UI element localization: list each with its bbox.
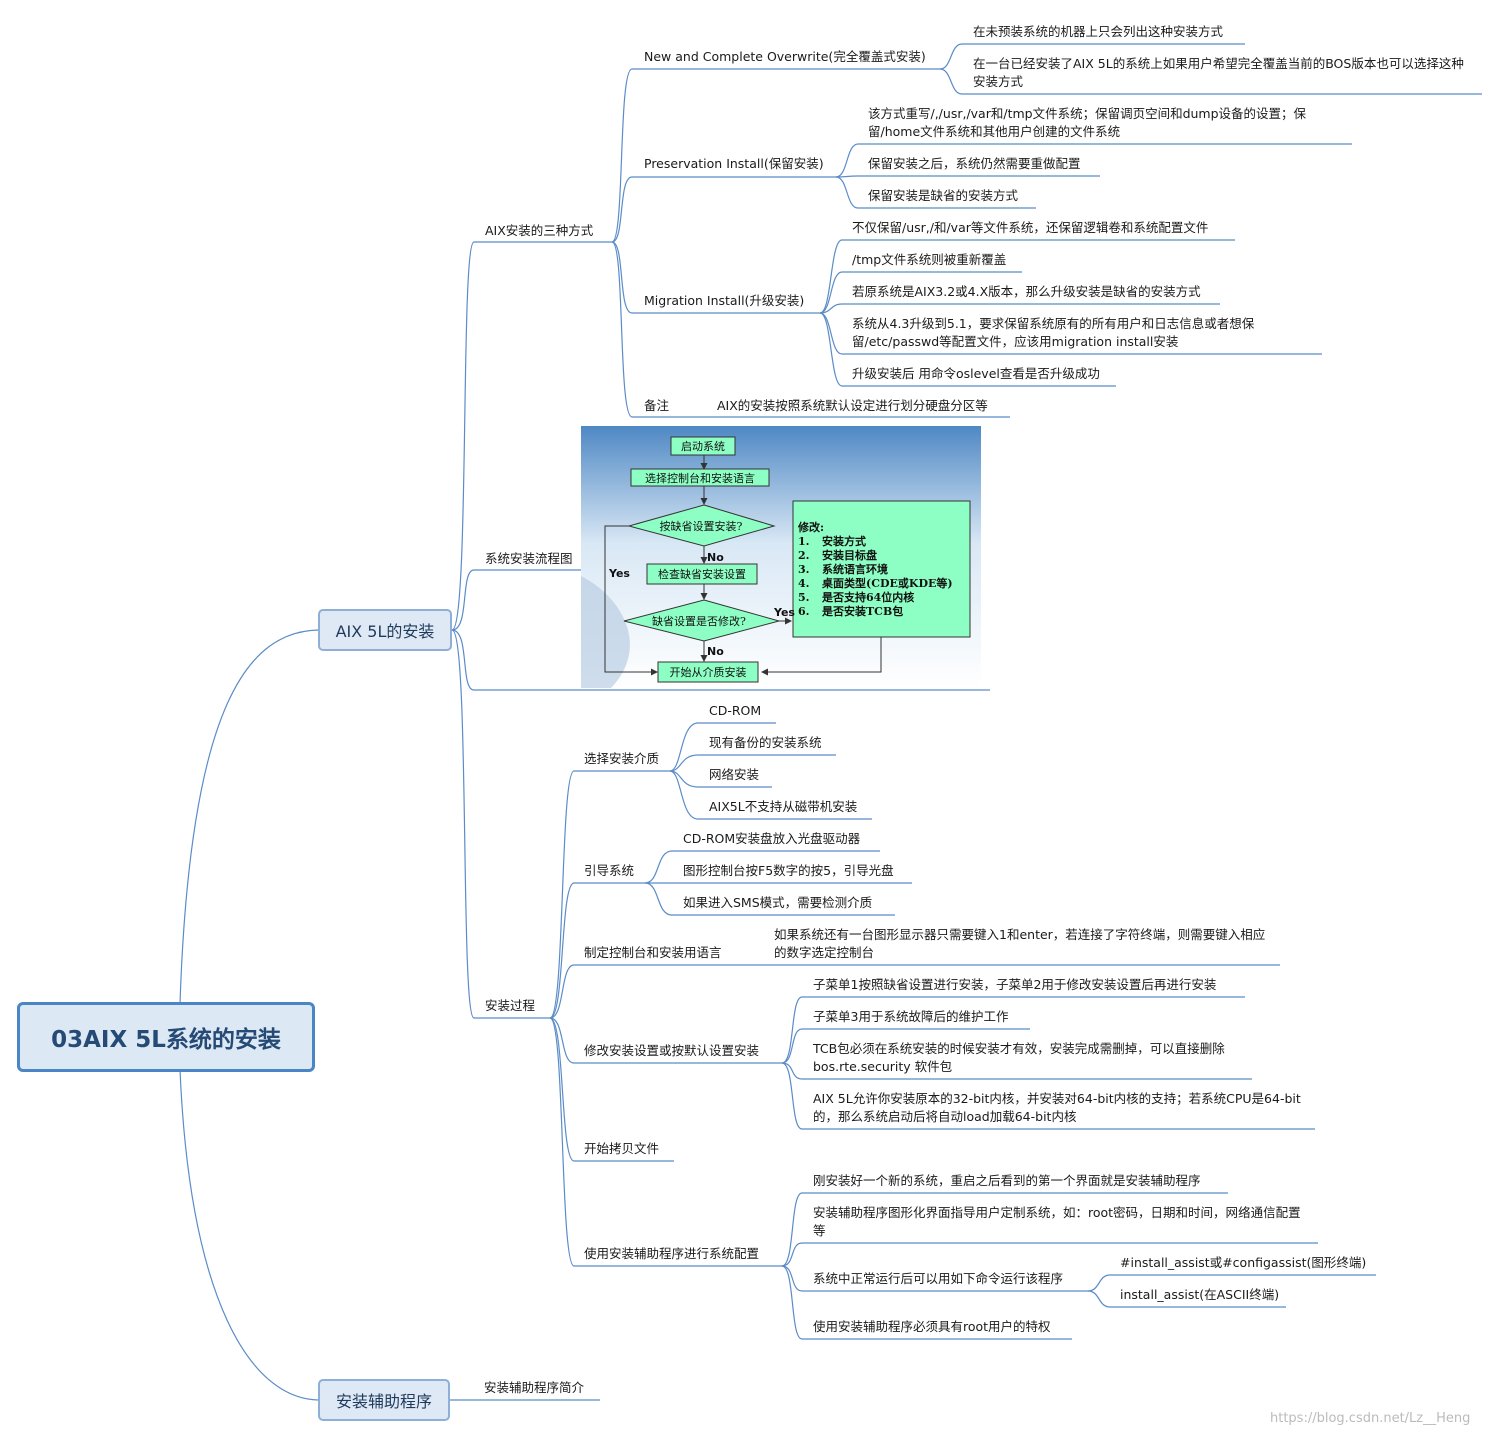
- leaf-assist-1[interactable]: 刚安装好一个新的系统，重启之后看到的第一个界面就是安装辅助程序: [813, 1173, 1201, 1188]
- topic-note[interactable]: 备注: [644, 398, 670, 413]
- leaf-media-1[interactable]: CD-ROM: [709, 703, 762, 718]
- watermark: https://blog.csdn.net/Lz__Heng: [1270, 1411, 1471, 1426]
- topic-assist[interactable]: 使用安装辅助程序进行系统配置: [584, 1246, 760, 1261]
- leaf-overwrite-2[interactable]: 在一台已经安装了AIX 5L的系统上如果用户希望完全覆盖当前的BOS版本也可以选…: [973, 56, 1464, 89]
- topic-aix-install[interactable]: AIX 5L的安装: [318, 609, 452, 651]
- flow-mod-6: 是否安装TCB包: [821, 604, 903, 618]
- svg-text:3.: 3.: [798, 563, 809, 576]
- svg-text:4.: 4.: [798, 577, 809, 590]
- leaf-media-4[interactable]: AIX5L不支持从磁带机安装: [709, 799, 858, 814]
- flow-mod-3: 系统语言环境: [822, 562, 888, 576]
- leaf-assist-2[interactable]: 安装辅助程序图形化界面指导用户定制系统，如：root密码，日期和时间，网络通信配…: [813, 1205, 1301, 1238]
- leaf-overwrite-1[interactable]: 在未预装系统的机器上只会列出这种安装方式: [973, 24, 1224, 39]
- leaf-command-2[interactable]: install_assist(在ASCII终端): [1120, 1287, 1280, 1302]
- leaf-preservation-3[interactable]: 保留安装是缺省的安装方式: [868, 188, 1019, 203]
- leaf-migration-1[interactable]: 不仅保留/usr,/和/var等文件系统，还保留逻辑卷和系统配置文件: [852, 220, 1209, 235]
- flow-q1: 按缺省设置安装?: [660, 519, 743, 533]
- leaf-modify-4[interactable]: AIX 5L允许你安装原本的32-bit内核，并安装对64-bit内核的支持；若…: [813, 1091, 1301, 1124]
- flowchart-svg: 启动系统 选择控制台和安装语言 按缺省设置安装? 检查缺省安装设置 缺省设置是否…: [581, 426, 981, 688]
- leaf-migration-2[interactable]: /tmp文件系统则被重新覆盖: [852, 252, 1007, 267]
- leaf-boot-2[interactable]: 图形控制台按F5数字的按5，引导光盘: [683, 863, 894, 878]
- leaf-migration-5[interactable]: 升级安装后 用命令oslevel查看是否升级成功: [852, 366, 1100, 381]
- note-text[interactable]: AIX的安装按照系统默认设定进行划分硬盘分区等: [717, 398, 988, 413]
- flow-no-2: No: [707, 645, 724, 658]
- topic-copy[interactable]: 开始拷贝文件: [584, 1141, 660, 1156]
- root-topic[interactable]: 03AIX 5L系统的安装: [17, 1002, 315, 1072]
- flow-start: 启动系统: [681, 440, 725, 453]
- flow-yes-1: Yes: [608, 567, 630, 580]
- flow-mod-1: 安装方式: [822, 534, 866, 548]
- leaf-preservation-1[interactable]: 该方式重写/,/usr,/var和/tmp文件系统；保留调页空间和dump设备的…: [868, 106, 1307, 139]
- leaf-modify-1[interactable]: 子菜单1按照缺省设置进行安装，子菜单2用于修改安装设置后再进行安装: [813, 977, 1217, 992]
- leaf-migration-3[interactable]: 若原系统是AIX3.2或4.X版本，那么升级安装是缺省的安装方式: [852, 284, 1201, 299]
- leaf-boot-1[interactable]: CD-ROM安装盘放入光盘驱动器: [683, 831, 861, 846]
- flow-q2: 缺省设置是否修改?: [652, 614, 746, 628]
- svg-text:5.: 5.: [798, 591, 809, 604]
- flow-begin: 开始从介质安装: [670, 665, 747, 679]
- flow-select: 选择控制台和安装语言: [645, 471, 755, 485]
- leaf-media-2[interactable]: 现有备份的安装系统: [709, 735, 822, 750]
- flow-no-1: No: [707, 551, 724, 564]
- svg-text:1.: 1.: [798, 535, 809, 548]
- leaf-assist-4[interactable]: 使用安装辅助程序必须具有root用户的特权: [813, 1319, 1051, 1334]
- leaf-modify-3[interactable]: TCB包必须在系统安装的时候安装才有效，安装完成需删掉，可以直接删除bos.rt…: [813, 1041, 1225, 1074]
- topic-console[interactable]: 制定控制台和安装用语言: [584, 945, 722, 960]
- leaf-boot-3[interactable]: 如果进入SMS模式，需要检测介质: [683, 895, 873, 910]
- topic-migration[interactable]: Migration Install(升级安装): [644, 293, 805, 308]
- leaf-media-3[interactable]: 网络安装: [709, 767, 760, 782]
- topic-media[interactable]: 选择安装介质: [584, 751, 660, 766]
- flow-check: 检查缺省安装设置: [658, 567, 746, 581]
- topic-install-modes[interactable]: AIX安装的三种方式: [485, 223, 594, 238]
- svg-text:6.: 6.: [798, 605, 809, 618]
- leaf-preservation-2[interactable]: 保留安装之后，系统仍然需要重做配置: [868, 156, 1081, 171]
- topic-modify[interactable]: 修改安装设置或按默认设置安装: [584, 1043, 760, 1058]
- leaf-modify-2[interactable]: 子菜单3用于系统故障后的维护工作: [813, 1009, 1009, 1024]
- svg-text:2.: 2.: [798, 549, 809, 562]
- flow-mod-title: 修改:: [797, 520, 824, 534]
- leaf-migration-4[interactable]: 系统从4.3升级到5.1，要求保留系统原有的所有用户和日志信息或者想保留/etc…: [852, 316, 1255, 349]
- flow-mod-4: 桌面类型(CDE或KDE等): [821, 576, 953, 590]
- flow-mod-5: 是否支持64位内核: [821, 590, 914, 604]
- topic-assistant-intro[interactable]: 安装辅助程序简介: [484, 1380, 585, 1395]
- leaf-command-1[interactable]: #install_assist或#configassist(图形终端): [1120, 1255, 1367, 1270]
- topic-overwrite[interactable]: New and Complete Overwrite(完全覆盖式安装): [644, 49, 926, 64]
- flow-mod-2: 安装目标盘: [822, 548, 877, 562]
- topic-install-flowchart[interactable]: 系统安装流程图: [485, 551, 573, 566]
- install-flowchart: 启动系统 选择控制台和安装语言 按缺省设置安装? 检查缺省安装设置 缺省设置是否…: [581, 426, 981, 688]
- topic-boot[interactable]: 引导系统: [584, 863, 635, 878]
- topic-preservation[interactable]: Preservation Install(保留安装): [644, 156, 824, 171]
- flow-yes-2: Yes: [773, 606, 795, 619]
- topic-install-assistant[interactable]: 安装辅助程序: [318, 1379, 450, 1421]
- leaf-assist-3[interactable]: 系统中正常运行后可以用如下命令运行该程序: [813, 1271, 1064, 1286]
- leaf-console-1[interactable]: 如果系统还有一台图形显示器只需要键入1和enter，若连接了字符终端，则需要键入…: [774, 927, 1266, 960]
- topic-install-process[interactable]: 安装过程: [485, 998, 536, 1013]
